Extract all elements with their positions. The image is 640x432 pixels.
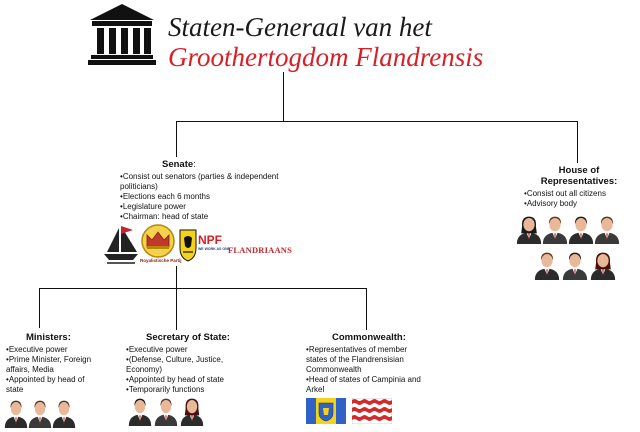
- ministers-heading: Ministers:: [26, 332, 71, 343]
- list-item: Head of states of Campinia and Arkel: [306, 375, 430, 395]
- list-item: Elections each 6 months: [120, 192, 285, 202]
- connector-ministers-drop: [39, 288, 40, 328]
- list-item: (Defense, Culture, Justice, Economy): [126, 355, 244, 375]
- ministers-bullets: Executive power Prime Minister, Foreign …: [6, 345, 100, 395]
- crown-logo-caption: Royalistische Partij: [140, 258, 182, 263]
- person-icon: [154, 396, 178, 426]
- title-line-1: Staten-Generaal van het: [168, 12, 432, 42]
- list-item: Appointed by head of state: [6, 375, 100, 395]
- person-icon: [542, 214, 568, 244]
- arkel-flag-icon: [352, 398, 392, 424]
- connector-main-vertical: [283, 72, 284, 122]
- npf-logo: NPF WE WORK AS ONE: [198, 233, 230, 260]
- list-item: Consist out senators (parties & independ…: [120, 172, 285, 192]
- commonwealth-heading: Commonwealth:: [332, 332, 406, 343]
- list-item: Representatives of member states of the …: [306, 345, 430, 375]
- list-item: Appointed by head of state: [126, 375, 244, 385]
- person-icon: [534, 250, 560, 280]
- list-item: Executive power: [6, 345, 100, 355]
- person-icon: [128, 396, 152, 426]
- ship-flag-logo: [103, 224, 139, 266]
- person-icon: [180, 396, 204, 426]
- secretary-box: Secretary of State: Executive power (Def…: [126, 332, 256, 395]
- person-icon: [4, 398, 28, 428]
- list-item: Prime Minister, Foreign affairs, Media: [6, 355, 100, 375]
- list-item: Temporarily functions: [126, 385, 244, 395]
- connector-house-drop: [577, 121, 578, 163]
- connector-commonwealth-drop: [366, 288, 367, 330]
- person-icon: [516, 214, 542, 244]
- person-icon: [28, 398, 52, 428]
- connector-senate-drop: [176, 121, 177, 157]
- ministers-box: Ministers: Executive power Prime Ministe…: [6, 332, 100, 395]
- secretary-bullets: Executive power (Defense, Culture, Justi…: [126, 345, 244, 395]
- list-item: Advisory body: [524, 199, 634, 209]
- flandriaans-logo: FLANDRIAANS: [228, 245, 293, 255]
- person-icon: [568, 214, 594, 244]
- connector-top-horizontal: [176, 121, 578, 122]
- list-item: Executive power: [126, 345, 244, 355]
- house-heading: House of Representatives:: [540, 165, 618, 187]
- npf-logo-text: NPF: [198, 233, 222, 247]
- house-box: House of Representatives: Consist out al…: [524, 165, 634, 209]
- commonwealth-bullets: Representatives of member states of the …: [306, 345, 430, 395]
- connector-secretary-drop: [176, 288, 177, 330]
- commonwealth-box: Commonwealth: Representatives of member …: [306, 332, 436, 395]
- connector-bottom-horizontal: [39, 288, 367, 289]
- person-icon: [594, 214, 620, 244]
- senate-box: Senate: Consist out senators (parties & …: [120, 159, 300, 222]
- parliament-building-icon: [88, 2, 156, 66]
- secretary-heading: Secretary of State:: [146, 332, 230, 343]
- crown-logo: Royalistische Partij: [140, 224, 182, 266]
- person-icon: [562, 250, 588, 280]
- list-item: Legislature power: [120, 202, 285, 212]
- connector-senate-down: [176, 266, 177, 288]
- lion-shield-logo: [178, 228, 198, 264]
- person-icon: [52, 398, 76, 428]
- title-line-2: Groothertogdom Flandrensis: [168, 42, 484, 72]
- house-bullets: Consist out all citizens Advisory body: [524, 189, 634, 209]
- campinia-flag-icon: [306, 398, 346, 424]
- npf-logo-caption: WE WORK AS ONE: [198, 247, 230, 251]
- list-item: Chairman: head of state: [120, 212, 285, 222]
- person-icon: [590, 250, 616, 280]
- senate-bullets: Consist out senators (parties & independ…: [120, 172, 285, 222]
- senate-heading: Senate:: [162, 159, 196, 170]
- list-item: Consist out all citizens: [524, 189, 634, 199]
